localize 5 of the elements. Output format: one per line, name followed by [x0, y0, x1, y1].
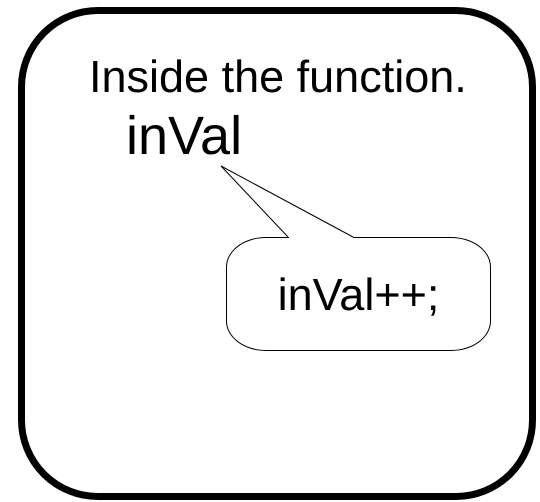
variable-label: inVal — [126, 108, 250, 164]
callout-bubble — [226, 237, 491, 351]
code-text: inVal++; — [278, 272, 440, 316]
heading-text: Inside the function. — [89, 54, 467, 99]
frame-box — [18, 7, 536, 500]
